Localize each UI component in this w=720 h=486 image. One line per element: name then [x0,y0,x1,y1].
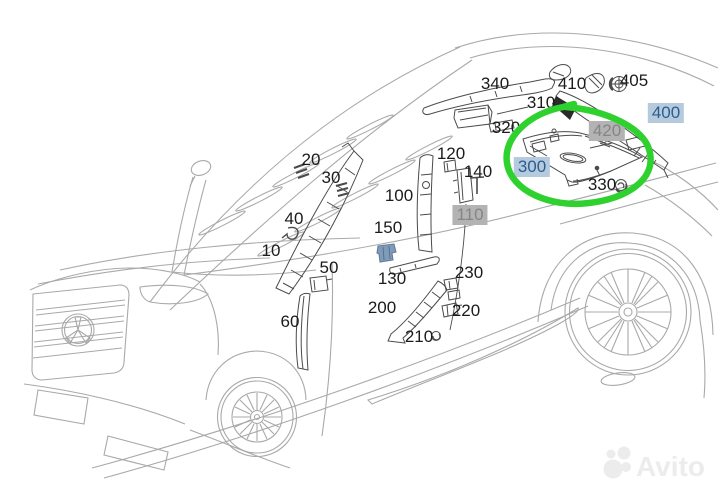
part-label-200: 200 [367,298,397,317]
rear-wheel-spokes [585,269,671,355]
part-drawing-230 [443,277,461,301]
part-label-120: 120 [436,144,466,163]
part-drawing-60 [295,292,311,371]
part-drawing-140 [469,176,485,194]
part-drawing-410 [584,73,605,94]
part-label-330: 330 [587,175,617,194]
part-label-405: 405 [619,71,649,90]
leader-line-310 [496,106,529,115]
part-drawing-30 [335,181,350,198]
avito-watermark-text: Avito [636,451,705,482]
part-drawing-40 [281,226,299,240]
part-label-20: 20 [301,150,321,169]
part-label-210: 210 [404,327,434,346]
part-drawing-130 [389,256,440,275]
part-drawing-200 [387,280,448,344]
part-drawing-405 [608,76,627,92]
part-label-310: 310 [526,93,556,112]
part-drawing-10 [275,142,364,295]
part-label-60: 60 [280,312,300,331]
part-drawing-20 [293,162,310,180]
side-mirror [190,160,212,176]
part-label-410: 410 [557,74,587,93]
part-drawing-100 [416,154,434,253]
part-label-110[interactable]: 110 [452,205,488,225]
part-label-340: 340 [480,74,510,93]
part-drawing-150 [376,243,397,263]
door-handle [600,372,636,386]
part-label-300[interactable]: 300 [513,157,551,177]
part-label-50: 50 [319,258,339,277]
part-label-220: 220 [451,301,481,320]
part-drawing-310 [453,104,493,129]
part-label-10: 10 [261,241,281,260]
part-drawing-210 [431,331,441,341]
mercedes-star-icon [61,313,95,347]
part-label-30: 30 [321,168,341,187]
part-drawing-120 [443,159,457,173]
part-drawing-50 [309,275,333,293]
front-wheel-spokes [233,393,281,441]
part-drawing-220 [441,302,463,318]
avito-logo-icon [603,446,631,479]
part-label-420[interactable]: 420 [588,121,626,141]
front-grille [31,284,130,381]
car-body-sketch [23,32,719,479]
headlight [139,284,209,305]
roof-ribs [198,114,453,257]
part-label-150: 150 [373,218,403,237]
rear-wheel [564,248,692,376]
part-label-230: 230 [454,263,484,282]
part-label-320: 320 [491,118,521,137]
front-wheel [216,376,298,458]
part-label-140: 140 [463,162,493,181]
part-drawing-340 [422,64,572,115]
part-label-100: 100 [384,186,414,205]
part-drawing-330 [615,179,628,193]
rocker-molding [366,307,579,405]
part-label-400[interactable]: 400 [647,103,685,123]
part-label-130: 130 [377,269,407,288]
part-label-40: 40 [284,209,304,228]
